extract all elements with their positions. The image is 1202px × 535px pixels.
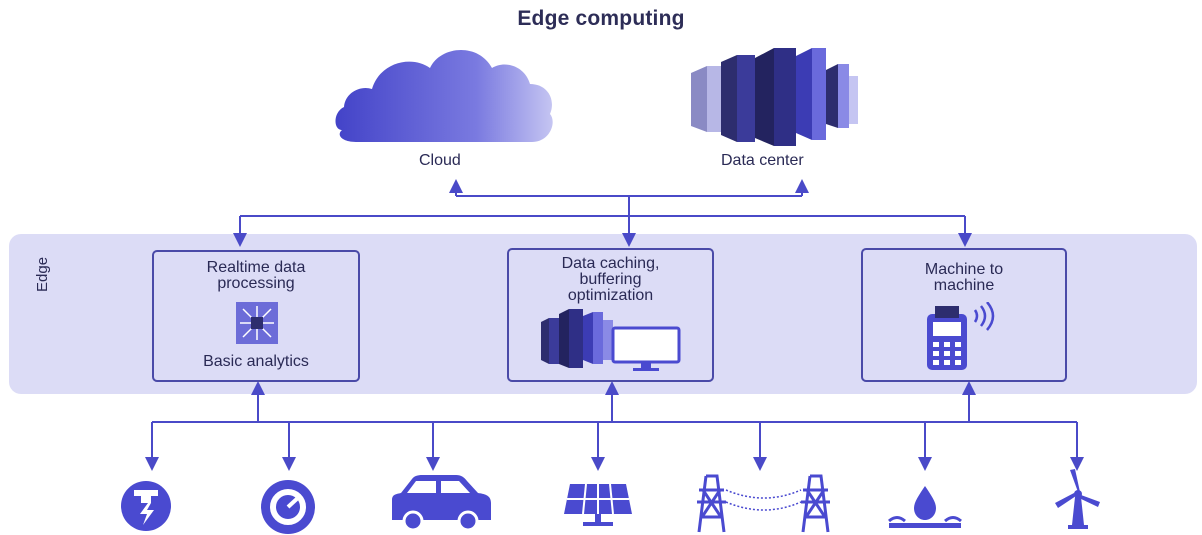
server-monitor-icon xyxy=(541,309,681,371)
diagram-title: Edge computing xyxy=(517,7,685,30)
box-title-line: machine xyxy=(933,277,995,294)
box-title-line: Machine to xyxy=(924,261,1004,278)
top-connectors xyxy=(233,179,972,247)
data-center-icon xyxy=(691,48,858,146)
box-title-line: Data caching, xyxy=(561,255,660,272)
car-icon xyxy=(392,475,491,532)
cloud-label: Cloud xyxy=(419,152,461,169)
solar-panel-icon xyxy=(564,483,632,526)
payment-terminal-icon xyxy=(927,302,995,370)
basic-analytics-label: Basic analytics xyxy=(203,353,309,370)
processor-chip-icon xyxy=(236,302,278,344)
realtime-processing-box: Realtime data processing Basic analytics xyxy=(152,250,360,382)
gauge-sensor-icon xyxy=(261,480,315,534)
cloud-icon xyxy=(335,49,553,142)
data-caching-box: Data caching, buffering optimization xyxy=(507,248,714,382)
data-center-label: Data center xyxy=(721,152,804,169)
power-transmission-tower-icon xyxy=(697,474,830,533)
water-drop-icon xyxy=(888,486,962,528)
bottom-connectors xyxy=(145,381,1084,471)
wind-turbine-icon xyxy=(1055,469,1100,529)
machine-to-machine-box: Machine to machine xyxy=(861,248,1067,382)
smart-meter-icon xyxy=(121,481,171,531)
box-title-line: Realtime data xyxy=(206,259,306,276)
box-title-line: optimization xyxy=(567,287,654,304)
box-title-line: processing xyxy=(217,275,295,292)
box-title-line: buffering xyxy=(579,271,642,288)
